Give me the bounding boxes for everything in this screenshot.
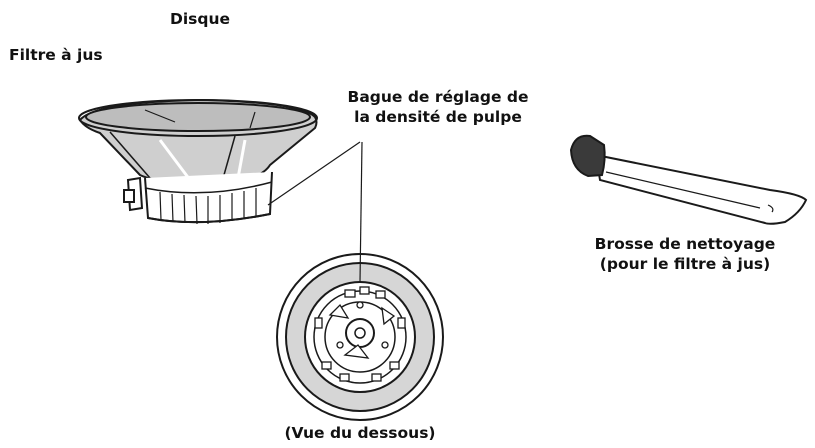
filter-rim-inner bbox=[85, 102, 311, 132]
label-vue-dessous: (Vue du dessous) bbox=[284, 424, 436, 442]
label-bague-line1: Bague de réglage de bbox=[347, 88, 529, 106]
cleaning-brush-drawing bbox=[569, 134, 808, 225]
label-brosse-line1: Brosse de nettoyage bbox=[594, 235, 776, 253]
label-bague-reglage: Bague de réglage de la densité de pulpe bbox=[322, 87, 554, 127]
filter-rim-outer bbox=[78, 99, 318, 137]
label-filtre-a-jus: Filtre à jus bbox=[9, 46, 103, 64]
label-brosse-line2: (pour le filtre à jus) bbox=[599, 255, 771, 273]
label-bague-line2: la densité de pulpe bbox=[354, 108, 522, 126]
bottom-view-drawing bbox=[276, 141, 444, 421]
label-disque: Disque bbox=[170, 10, 231, 28]
brush-bristles bbox=[569, 134, 606, 178]
juice-filter-drawing bbox=[78, 98, 361, 225]
label-brosse-nettoyage: Brosse de nettoyage (pour le filtre à ju… bbox=[565, 234, 805, 274]
brush-handle bbox=[594, 153, 808, 225]
